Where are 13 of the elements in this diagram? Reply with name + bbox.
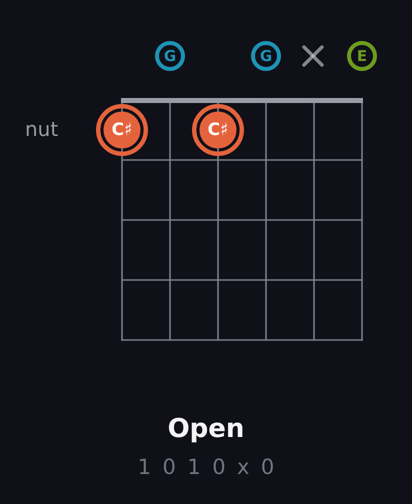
open-string-marker bbox=[251, 41, 281, 71]
note-name: G bbox=[260, 48, 272, 64]
note-name: E bbox=[356, 48, 368, 64]
fingering-pattern: 1 0 1 0 x 0 bbox=[136, 457, 277, 478]
open-string-marker bbox=[347, 41, 377, 71]
open-string-marker bbox=[155, 41, 185, 71]
nut-label: nut bbox=[25, 119, 58, 139]
note-name: C♯ bbox=[208, 122, 228, 138]
chord-shape-title: Open bbox=[168, 416, 244, 442]
fretted-note-marker bbox=[192, 104, 244, 156]
fretted-note-marker bbox=[96, 104, 148, 156]
note-name: C♯ bbox=[112, 122, 132, 138]
note-name: G bbox=[164, 48, 176, 64]
